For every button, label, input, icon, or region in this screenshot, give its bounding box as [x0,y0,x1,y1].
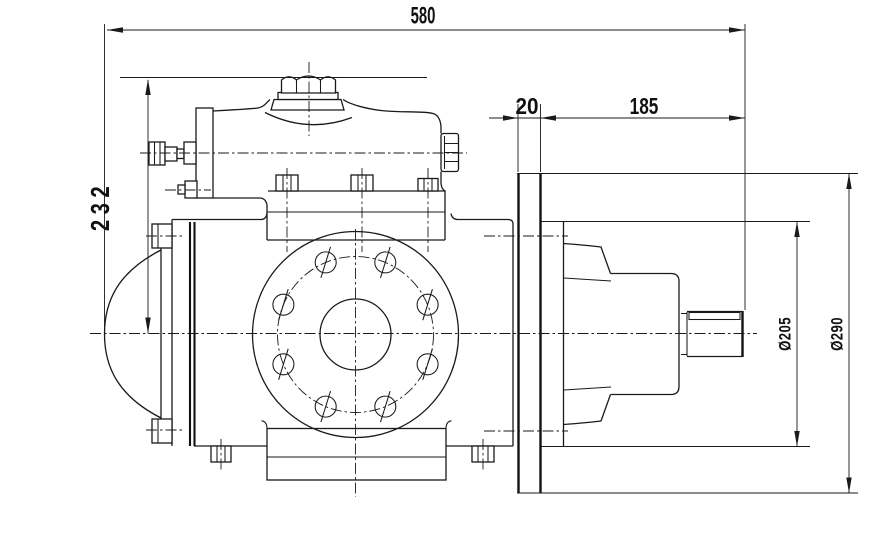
pad-stud-1-lines [282,175,292,191]
hole-slash [379,246,391,279]
arrowhead [846,173,852,189]
flange-bolt-hole [416,293,439,316]
dim-label-plate-diameter: Ø290 [828,317,847,351]
pad-stud-3-lines [423,178,433,191]
valve-side-bolt-stud [176,148,185,160]
flange-bolt-hole [272,353,295,376]
pad-stud-centerlines [286,168,429,252]
valve-cap-hex-nut [280,75,337,94]
end-cover-bottom-lug [151,418,173,444]
bell-cone-bottom-inner [563,386,612,391]
base-corner-fillets [261,420,452,429]
casing-top-right-edge [450,213,514,446]
dimension-232: 232 [86,77,427,334]
arrowhead [729,27,745,33]
arrowhead [540,115,556,121]
bell-cone-top [563,242,612,274]
hole-slash [320,246,332,279]
pump-casing [103,213,514,447]
flange-bolt-hole [272,293,295,316]
dim-label-center-height: 232 [86,181,115,231]
arrowhead [794,221,800,237]
arrowhead [846,477,852,493]
hole-slash [278,289,289,321]
plate-dowel-centerlines [484,235,568,432]
hole-slash [422,289,433,321]
dimension-20-185: 20 185 [489,93,745,172]
hole-slash [278,348,289,380]
casing-top-left-edge [172,213,268,221]
drive-end [517,172,858,494]
flange-bolt-hole [374,251,397,274]
arrowhead [145,317,151,334]
arrowhead [794,431,800,447]
end-cover-dome [103,249,162,419]
hole-slash [379,390,391,423]
dim-label-spigot-diameter: Ø205 [776,317,795,351]
dim-label-plate-thickness: 20 [515,93,538,119]
dimension-205: Ø205 [776,221,800,447]
valve-drain-plug-tip [177,184,186,195]
shaft-collar [681,312,688,356]
valve-drain-plug [184,180,198,199]
drive-shaft [681,310,744,358]
flange-bolt-hole [374,395,397,418]
bell-cone-bottom [563,394,612,426]
valve-side-bolt-washer [164,146,178,162]
arrowhead [145,79,151,95]
pad-outline [266,190,446,241]
valve-end-nut-facets [443,136,459,169]
base-block [266,427,447,481]
foot-bolt-centerlines [220,439,484,471]
valve-cap-base-plate [270,98,345,111]
flange-bolt-hole [314,395,337,418]
arrowhead [503,115,518,121]
flange-bolt-hole [416,353,439,376]
hole-slash [320,390,332,423]
valve-cap-hex-facets [295,80,322,93]
casing-gasket-joint [188,222,196,446]
pad-stud-2-lines [357,175,367,191]
bell-cylinder [610,272,680,396]
valve-body-top-outline [212,99,271,112]
valve-body-sag-arc [264,111,353,126]
left-foot-bolt-lines [216,446,226,462]
arrowhead [729,115,745,121]
hole-slash [422,348,433,380]
right-foot-bolt-lines [477,446,489,462]
relief-valve [148,75,460,205]
valve-side-bolt-facets [153,142,161,165]
flange-bolt-holes [272,246,439,423]
centerlines [90,62,757,497]
shaft-body [687,310,742,358]
end-cover-flange [160,219,173,446]
shaft-keyway [688,311,741,321]
dim-label-drive-length: 185 [630,95,659,120]
base-foot [210,420,495,481]
dimension-580: 580 [104,3,746,331]
arrowhead [107,27,123,33]
valve-side-bolt-head [148,141,166,166]
flange-bolt-hole [314,251,337,274]
valve-body-bottom-line [213,197,268,205]
valve-mounting-pad [266,174,446,241]
dimension-290: Ø290 [828,173,852,493]
dim-label-overall-length: 580 [411,3,436,29]
bell-cone-top-inner [563,277,612,282]
end-cover-lug-centerlines [146,235,184,431]
